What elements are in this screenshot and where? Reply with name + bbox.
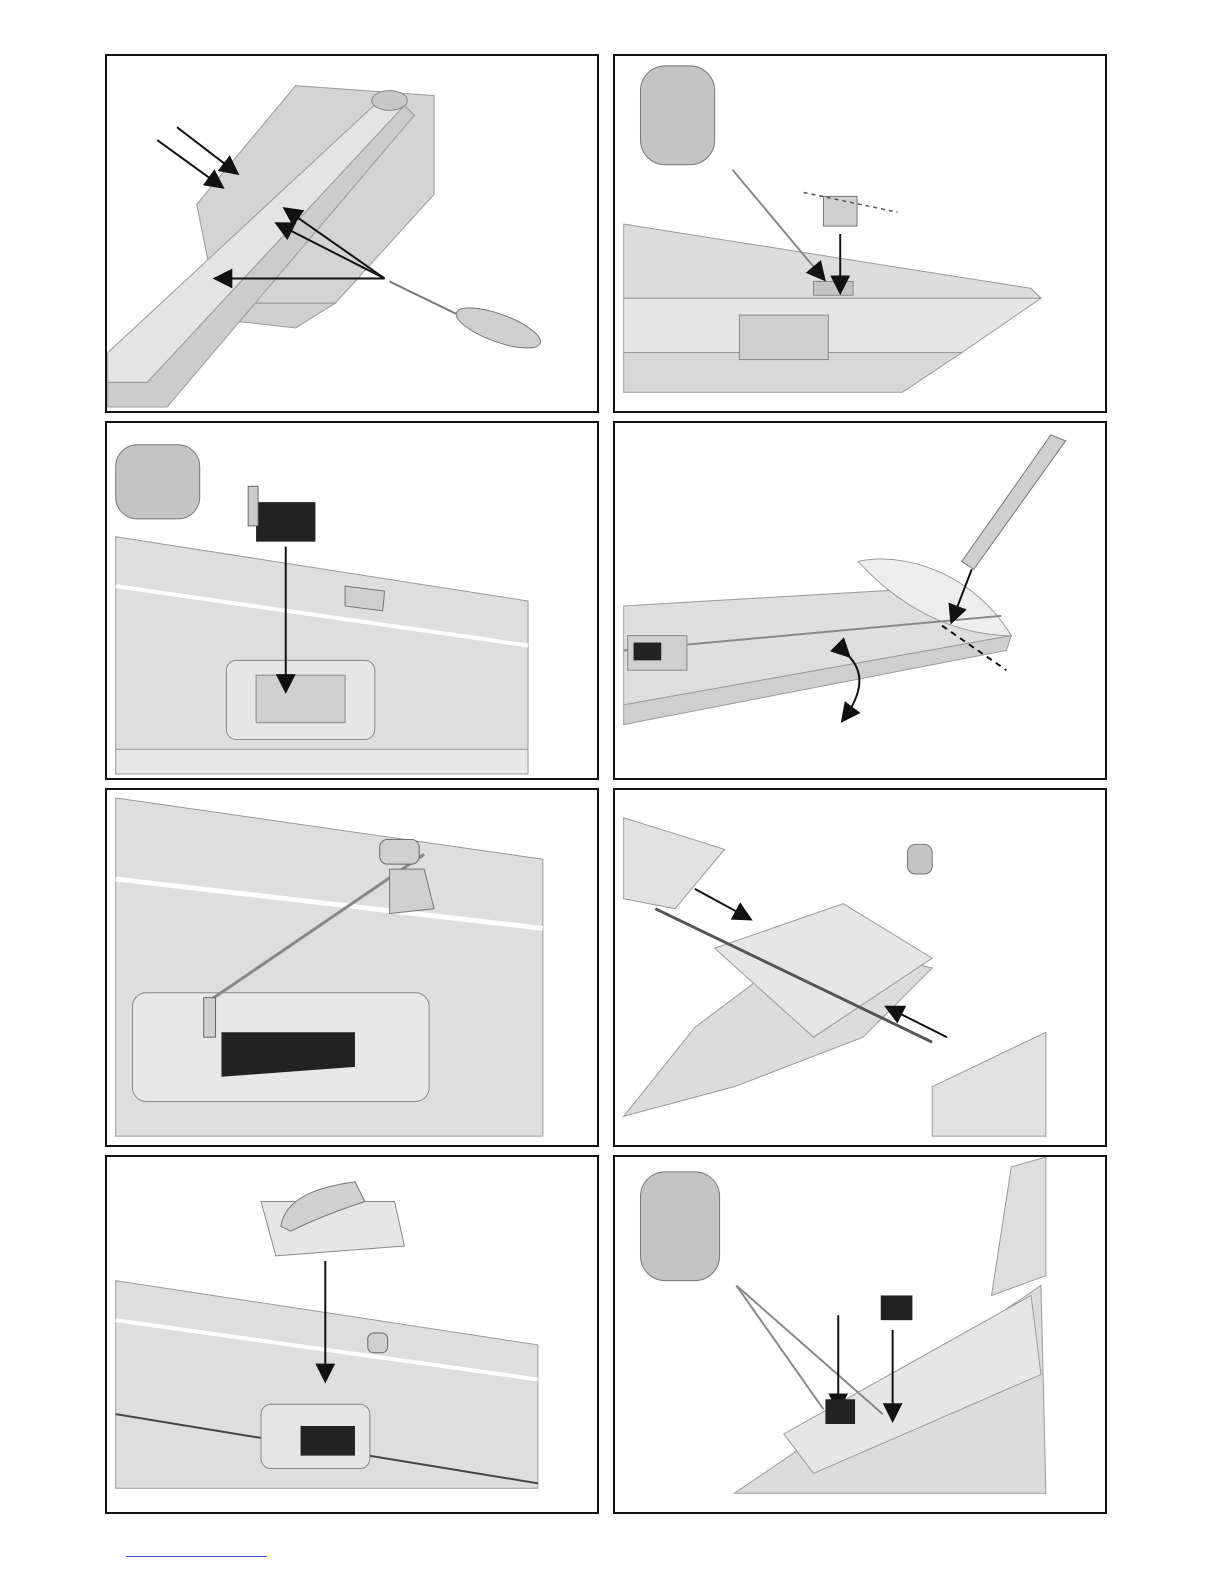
wing-joiner-illustration [615, 790, 1105, 1145]
instruction-grid [105, 54, 1107, 1516]
footer-link-underline[interactable] [126, 1556, 267, 1557]
pushrod-illustration [107, 790, 597, 1145]
panel-aileron-cut [613, 421, 1107, 780]
panel-pushrod [105, 788, 599, 1147]
fuselage-glue-illustration [107, 56, 597, 411]
fuselage-clips-illustration [615, 1157, 1105, 1512]
servo-cover-illustration [107, 1157, 597, 1512]
panel-servo-install [105, 421, 599, 780]
aileron-cut-illustration [615, 423, 1105, 778]
panel-wing-joiner [613, 788, 1107, 1147]
panel-servo-cover [105, 1155, 599, 1514]
servo-install-illustration [107, 423, 597, 778]
panel-fuselage-glue [105, 54, 599, 413]
panel-fuselage-clips [613, 1155, 1107, 1514]
panel-control-horn [613, 54, 1107, 413]
control-horn-illustration [615, 56, 1105, 411]
